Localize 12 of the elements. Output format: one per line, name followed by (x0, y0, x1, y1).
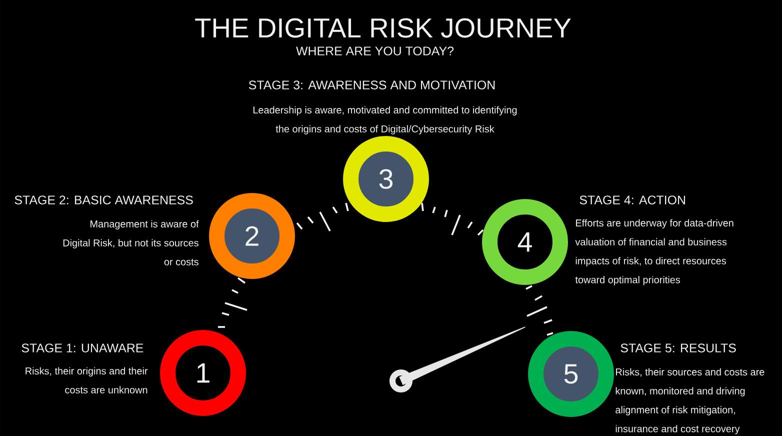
stage-heading: STAGE 5: RESULTS (620, 344, 736, 352)
stage-heading: STAGE 3: AWARENESS AND MOTIVATION (248, 80, 495, 90)
title: THE DIGITAL RISK JOURNEY (195, 18, 571, 38)
stage-description: Management is aware of Digital Risk, but not its sources or costs (63, 220, 199, 266)
subtitle: WHERE ARE YOU TODAY? (296, 46, 454, 56)
stage-description: Efforts are underway for data-driven valuation of financial and business impacts of risk, to direct resources toward optimal priorities (575, 219, 734, 286)
stage-heading: STAGE 1: UNAWARE (22, 344, 144, 352)
stage-description: Risks, their sources and costs are known, monitored and driving alignment of risk mitigation, insurance and cost recovery (616, 368, 764, 434)
stage-description: Risks, their origins and their costs are unknown (26, 367, 148, 394)
stage-heading: STAGE 2: BASIC AWARENESS (14, 196, 193, 204)
stage-heading: STAGE 4: ACTION (580, 196, 685, 204)
stage-description: Leadership is aware, motivated and committed to identifying the origins and costs of Digital/Cybersecurity Risk (253, 106, 517, 134)
